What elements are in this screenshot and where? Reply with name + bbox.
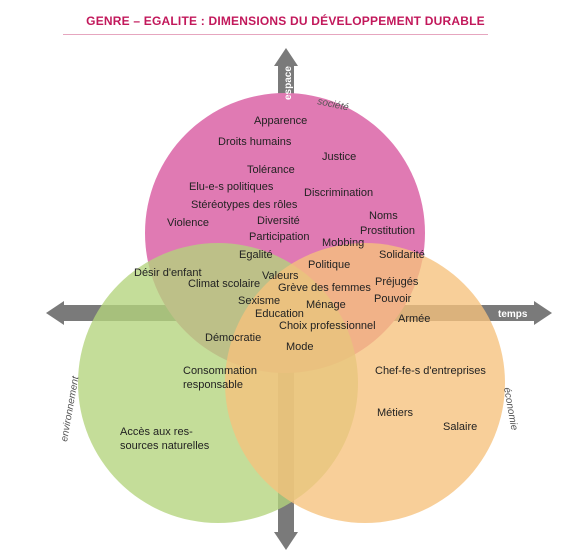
term-mode: Mode bbox=[286, 341, 314, 353]
diagram-title: GENRE – EGALITE : DIMENSIONS DU DÉVELOPP… bbox=[86, 14, 485, 28]
term-prostitution: Prostitution bbox=[360, 225, 415, 237]
axis-label-espace: espace bbox=[283, 66, 294, 100]
axis-arrow-up-icon bbox=[274, 48, 298, 66]
term-diversite: Diversité bbox=[257, 215, 300, 227]
axis-arrow-left-icon bbox=[46, 301, 64, 325]
term-prejuges: Préjugés bbox=[375, 276, 419, 288]
term-chef-entreprises: Chef-fe-s d'entreprises bbox=[375, 365, 486, 377]
term-violence: Violence bbox=[167, 217, 209, 229]
axis-arrow-right-icon bbox=[534, 301, 552, 325]
term-consommation-line2: responsable bbox=[183, 379, 243, 391]
term-education: Education bbox=[255, 308, 304, 320]
term-apparence: Apparence bbox=[254, 115, 307, 127]
term-consommation-line1: Consommation bbox=[183, 365, 257, 377]
circle-label-environnement: environnement bbox=[59, 374, 82, 442]
term-metiers: Métiers bbox=[377, 407, 414, 419]
term-salaire: Salaire bbox=[443, 421, 477, 433]
term-solidarite: Solidarité bbox=[379, 249, 425, 261]
title-divider bbox=[63, 34, 488, 35]
axis-arrow-down-icon bbox=[274, 532, 298, 550]
term-desir-enfant: Désir d'enfant bbox=[134, 267, 202, 279]
term-valeurs: Valeurs bbox=[262, 270, 299, 282]
term-acces-line1: Accès aux res- bbox=[120, 426, 193, 438]
term-climat-scolaire: Climat scolaire bbox=[188, 278, 260, 290]
term-elus-politiques: Elu-e-s politiques bbox=[189, 181, 274, 193]
term-noms: Noms bbox=[369, 210, 398, 222]
term-sexisme: Sexisme bbox=[238, 295, 280, 307]
term-stereotypes: Stéréotypes des rôles bbox=[191, 199, 298, 211]
term-pouvoir: Pouvoir bbox=[374, 293, 412, 305]
term-justice: Justice bbox=[322, 151, 356, 163]
term-tolerance: Tolérance bbox=[247, 164, 295, 176]
economy-circle bbox=[225, 243, 505, 523]
circle-label-economie: économie bbox=[501, 387, 519, 432]
term-choix-professionnel: Choix professionnel bbox=[279, 320, 376, 332]
term-politique: Politique bbox=[308, 259, 350, 271]
term-droits-humains: Droits humains bbox=[218, 136, 292, 148]
term-discrimination: Discrimination bbox=[304, 187, 373, 199]
term-mobbing: Mobbing bbox=[322, 237, 364, 249]
term-egalite: Egalité bbox=[239, 249, 273, 261]
term-greve-des-femmes: Grève des femmes bbox=[278, 282, 371, 294]
term-acces-line2: sources naturelles bbox=[120, 440, 210, 452]
term-participation: Participation bbox=[249, 231, 310, 243]
term-armee: Armée bbox=[398, 313, 430, 325]
axis-label-temps: temps bbox=[498, 309, 528, 320]
term-menage: Ménage bbox=[306, 299, 346, 311]
term-democratie: Démocratie bbox=[205, 332, 261, 344]
